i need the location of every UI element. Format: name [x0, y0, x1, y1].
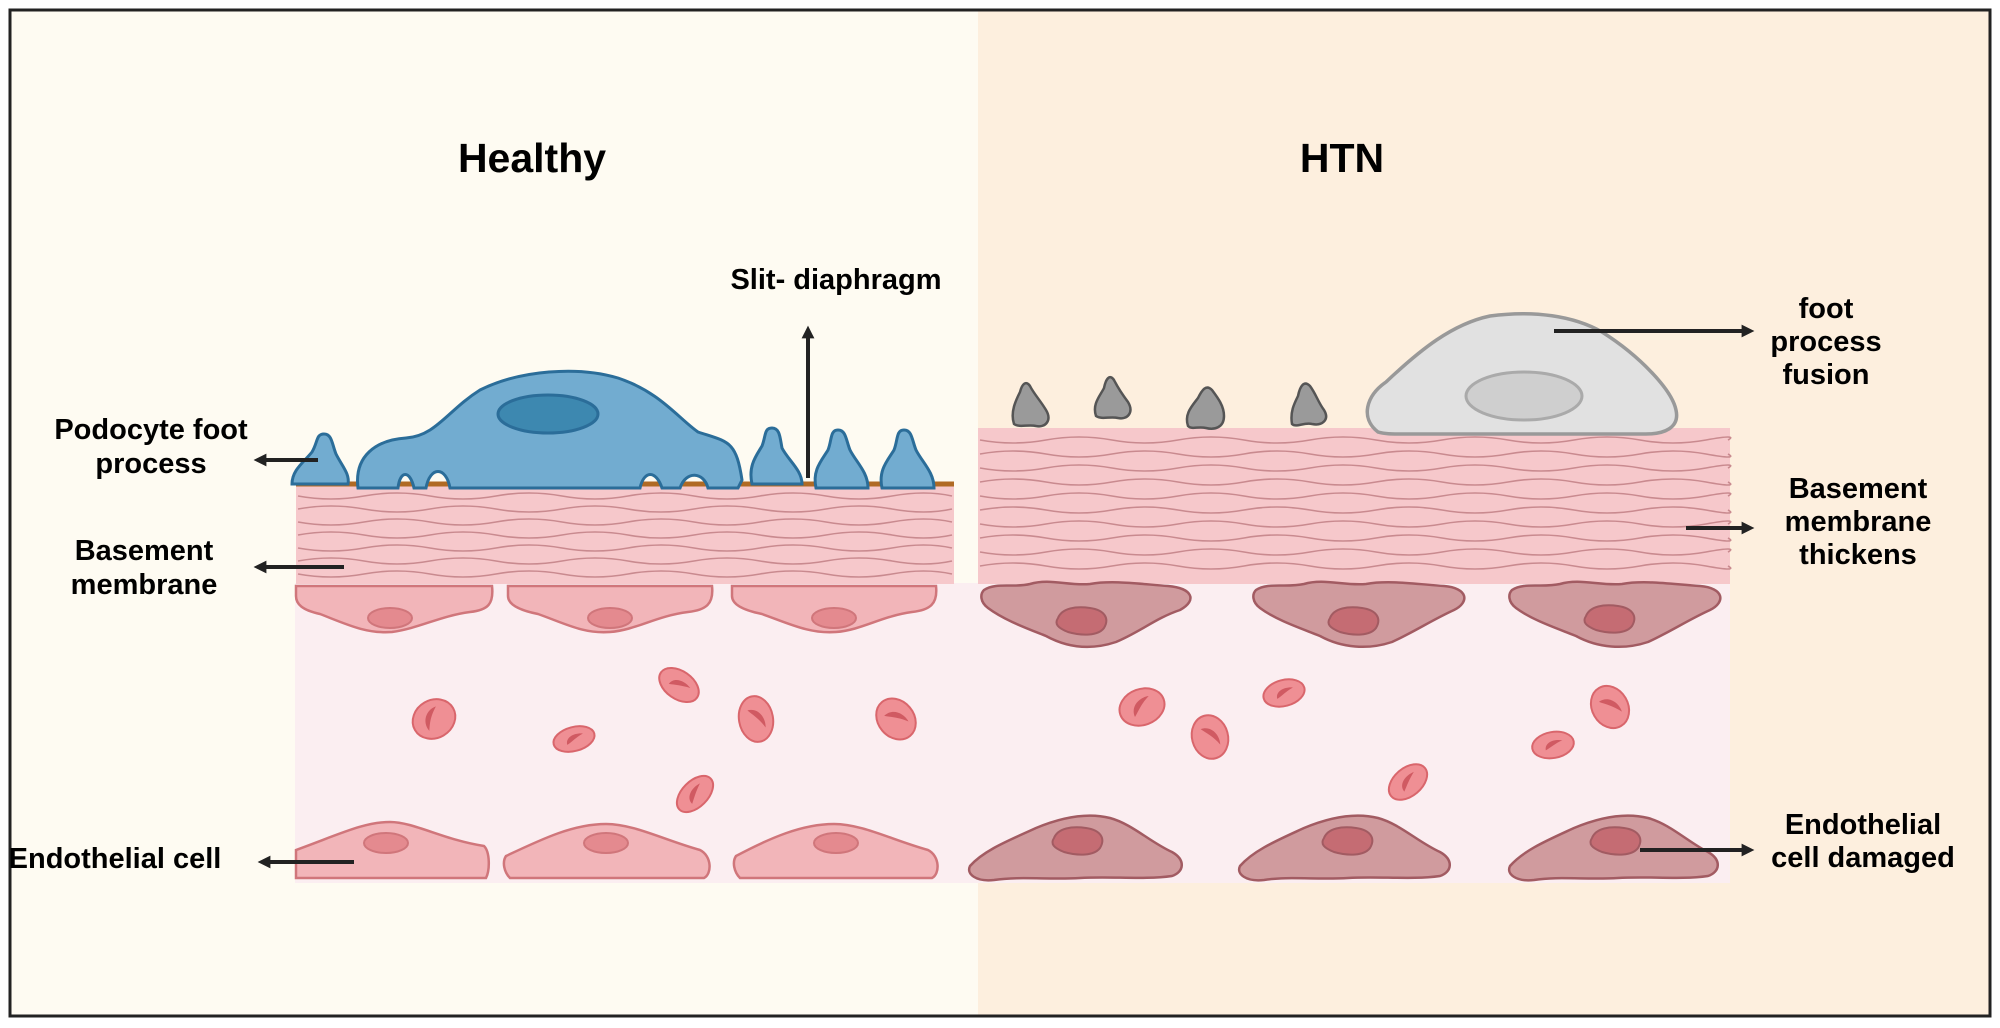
endothelial-cell-label: Endothelial cell — [9, 843, 222, 875]
annotation-arrows — [253, 324, 1755, 869]
fused-podocyte — [1365, 311, 1679, 436]
foot-process-fusion-label-line2: process — [1770, 326, 1881, 358]
damaged-endothelial-top-nuclei — [1055, 604, 1636, 636]
fused-podocyte-nucleus — [1464, 370, 1584, 422]
slit-diaphragm-label: Slit- diaphragm — [730, 264, 941, 296]
healthy-endothelial-bottom-nuclei — [363, 832, 859, 854]
basement-membrane-label-line2: membrane — [71, 569, 218, 601]
htn-title: HTN — [1300, 135, 1384, 181]
basement-membrane-label-line1: Basement — [75, 535, 214, 567]
endothelial-damaged-label-line1: Endothelial — [1785, 809, 1941, 841]
foot-process-fusion-label-line1: foot — [1799, 293, 1854, 325]
red-blood-cells — [411, 666, 1631, 814]
basement-membrane-thickens-label-line3: thickens — [1799, 539, 1917, 571]
healthy-podocyte — [290, 369, 936, 490]
htn-basement-membrane-thick — [978, 428, 1732, 584]
healthy-basement-membrane — [296, 481, 954, 584]
foot-process-fragments — [1011, 376, 1328, 430]
podocyte-foot-process-label-line1: Podocyte foot — [54, 414, 248, 446]
basement-membrane-thickens-label-line2: membrane — [1785, 506, 1932, 538]
podocyte-foot-process-label-line2: process — [95, 448, 206, 480]
healthy-title: Healthy — [458, 135, 606, 181]
foot-process-fusion-label-line3: fusion — [1783, 359, 1870, 391]
podocyte-nucleus — [496, 393, 600, 435]
basement-membrane-thickens-label-line1: Basement — [1789, 473, 1928, 505]
figure-border — [8, 8, 1992, 1018]
healthy-endothelial-top-nuclei — [367, 607, 857, 629]
damaged-endothelial-bottom-nuclei — [1051, 826, 1642, 856]
endothelial-damaged-label-line2: cell damaged — [1771, 842, 1955, 874]
